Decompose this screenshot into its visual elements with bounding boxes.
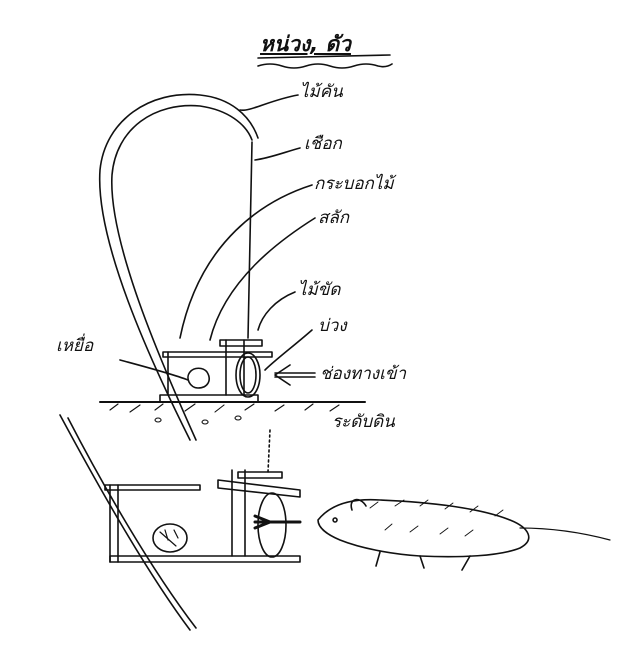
pointer-bamboo-tube [179, 184, 313, 339]
lower-tube-top [217, 479, 301, 498]
label-rope: เชือก [304, 134, 342, 154]
bent-stick-inner [111, 104, 253, 441]
pointer-bait [119, 359, 189, 381]
pointer-bent-stick [239, 94, 299, 111]
title-wave [257, 63, 393, 69]
trigger-crossbar [219, 339, 263, 347]
pointer-rope [254, 147, 301, 161]
label-bait: เหยื่อ [56, 336, 94, 356]
ground-stones [154, 415, 242, 425]
noose-ring [235, 352, 261, 398]
rat-tail [519, 527, 611, 541]
rat-ear [350, 498, 367, 511]
rat-eye [332, 517, 338, 523]
lower-bait [152, 523, 188, 553]
label-bent-stick: ไม้คัน [300, 82, 343, 102]
label-noose: บ่วง [318, 316, 347, 336]
lower-frame-top [104, 484, 201, 491]
label-ground-level: ระดับดิน [332, 412, 395, 432]
pointer-latch-stick [257, 291, 296, 331]
lower-stick-inner [67, 417, 197, 629]
bait-shape [187, 367, 210, 389]
pointer-trigger-stick [209, 217, 316, 341]
label-entrance: ช่องทางเข้า [320, 364, 407, 384]
entrance-arrow-shaft [274, 372, 316, 378]
ground-hatching [109, 403, 340, 413]
label-bamboo-tube: กระบอกไม้ [314, 174, 394, 194]
entrance-arrow-head [274, 364, 291, 386]
rope [247, 141, 253, 339]
bent-stick [98, 93, 259, 441]
label-latch-stick: ไม้ขัด [298, 280, 341, 300]
lower-noose [257, 492, 287, 558]
noose-ring-inner [239, 356, 257, 394]
rat-legs [375, 551, 471, 571]
lower-entrance-arrow [253, 514, 302, 530]
label-trigger-stick: สลัก [318, 208, 350, 228]
lower-stick [59, 414, 191, 631]
trap-top-bar [162, 351, 273, 358]
rat-fur [369, 499, 504, 537]
lower-bait-detail [159, 529, 179, 547]
pointer-noose [264, 329, 313, 371]
rat-body [317, 498, 530, 558]
title-underline [257, 54, 391, 59]
diagram-title: หน่วง, ดัว [260, 32, 351, 56]
lower-rope [267, 429, 271, 473]
